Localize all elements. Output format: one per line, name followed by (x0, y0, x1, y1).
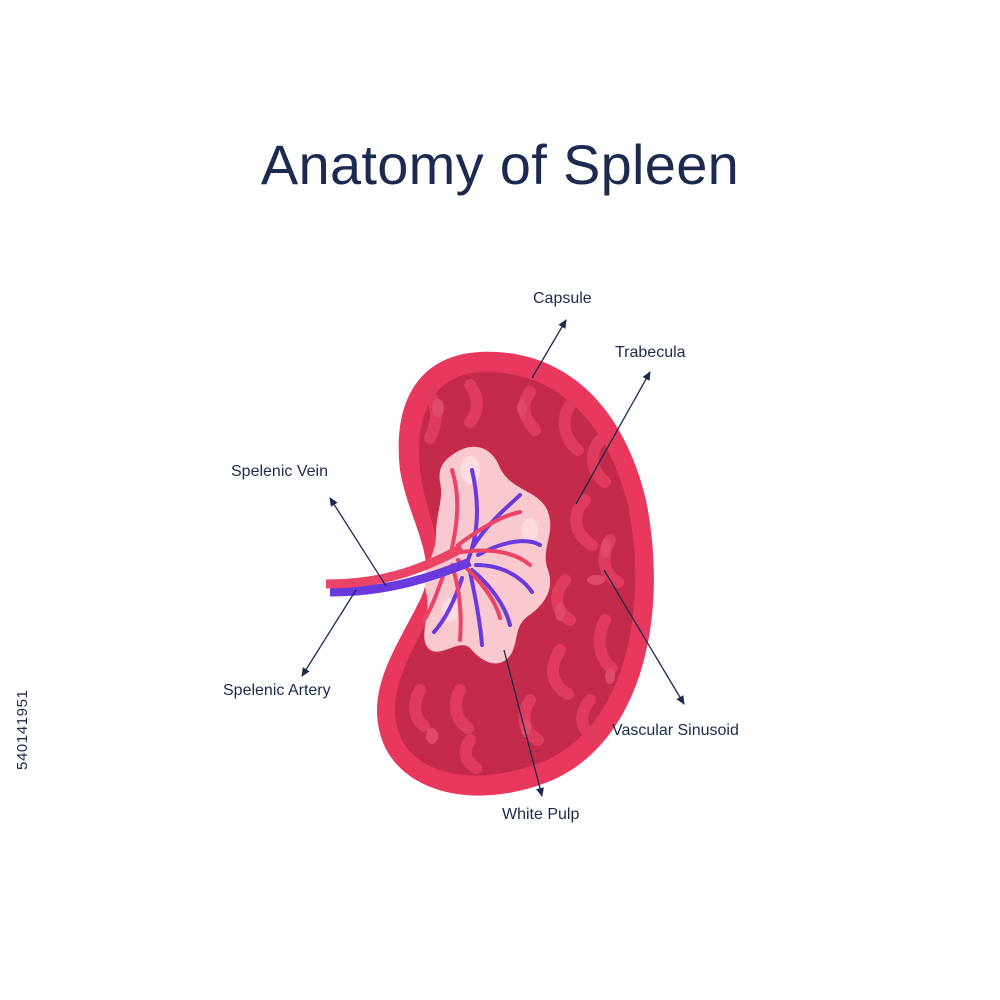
splenic-artery-leader (301, 589, 357, 677)
sinusoid-spots (426, 399, 615, 744)
page-title: Anatomy of Spleen (260, 133, 740, 196)
capsule-leader (531, 319, 567, 379)
vascular-sinusoid-label: Vascular Sinusoid (612, 722, 739, 739)
trabecula-label: Trabecula (615, 344, 686, 361)
vascular-sinusoid-leader (603, 569, 685, 705)
splenic-artery-label: Spelenic Artery (223, 682, 331, 699)
splenic-vein-label: Spelenic Vein (231, 463, 328, 480)
splenic-vein-leader (329, 497, 387, 587)
leader-lines (301, 319, 685, 797)
white-pulp-label: White Pulp (502, 806, 580, 823)
trabecula-leader (575, 371, 651, 505)
white-pulp-leader (503, 649, 544, 797)
splenic-vein-trunk (329, 557, 472, 597)
capsule-label: Capsule (533, 290, 592, 307)
splenic-artery-trunk (325, 544, 465, 589)
stock-id: 540141951 (14, 689, 31, 770)
splenic-vein-branches (432, 468, 542, 647)
